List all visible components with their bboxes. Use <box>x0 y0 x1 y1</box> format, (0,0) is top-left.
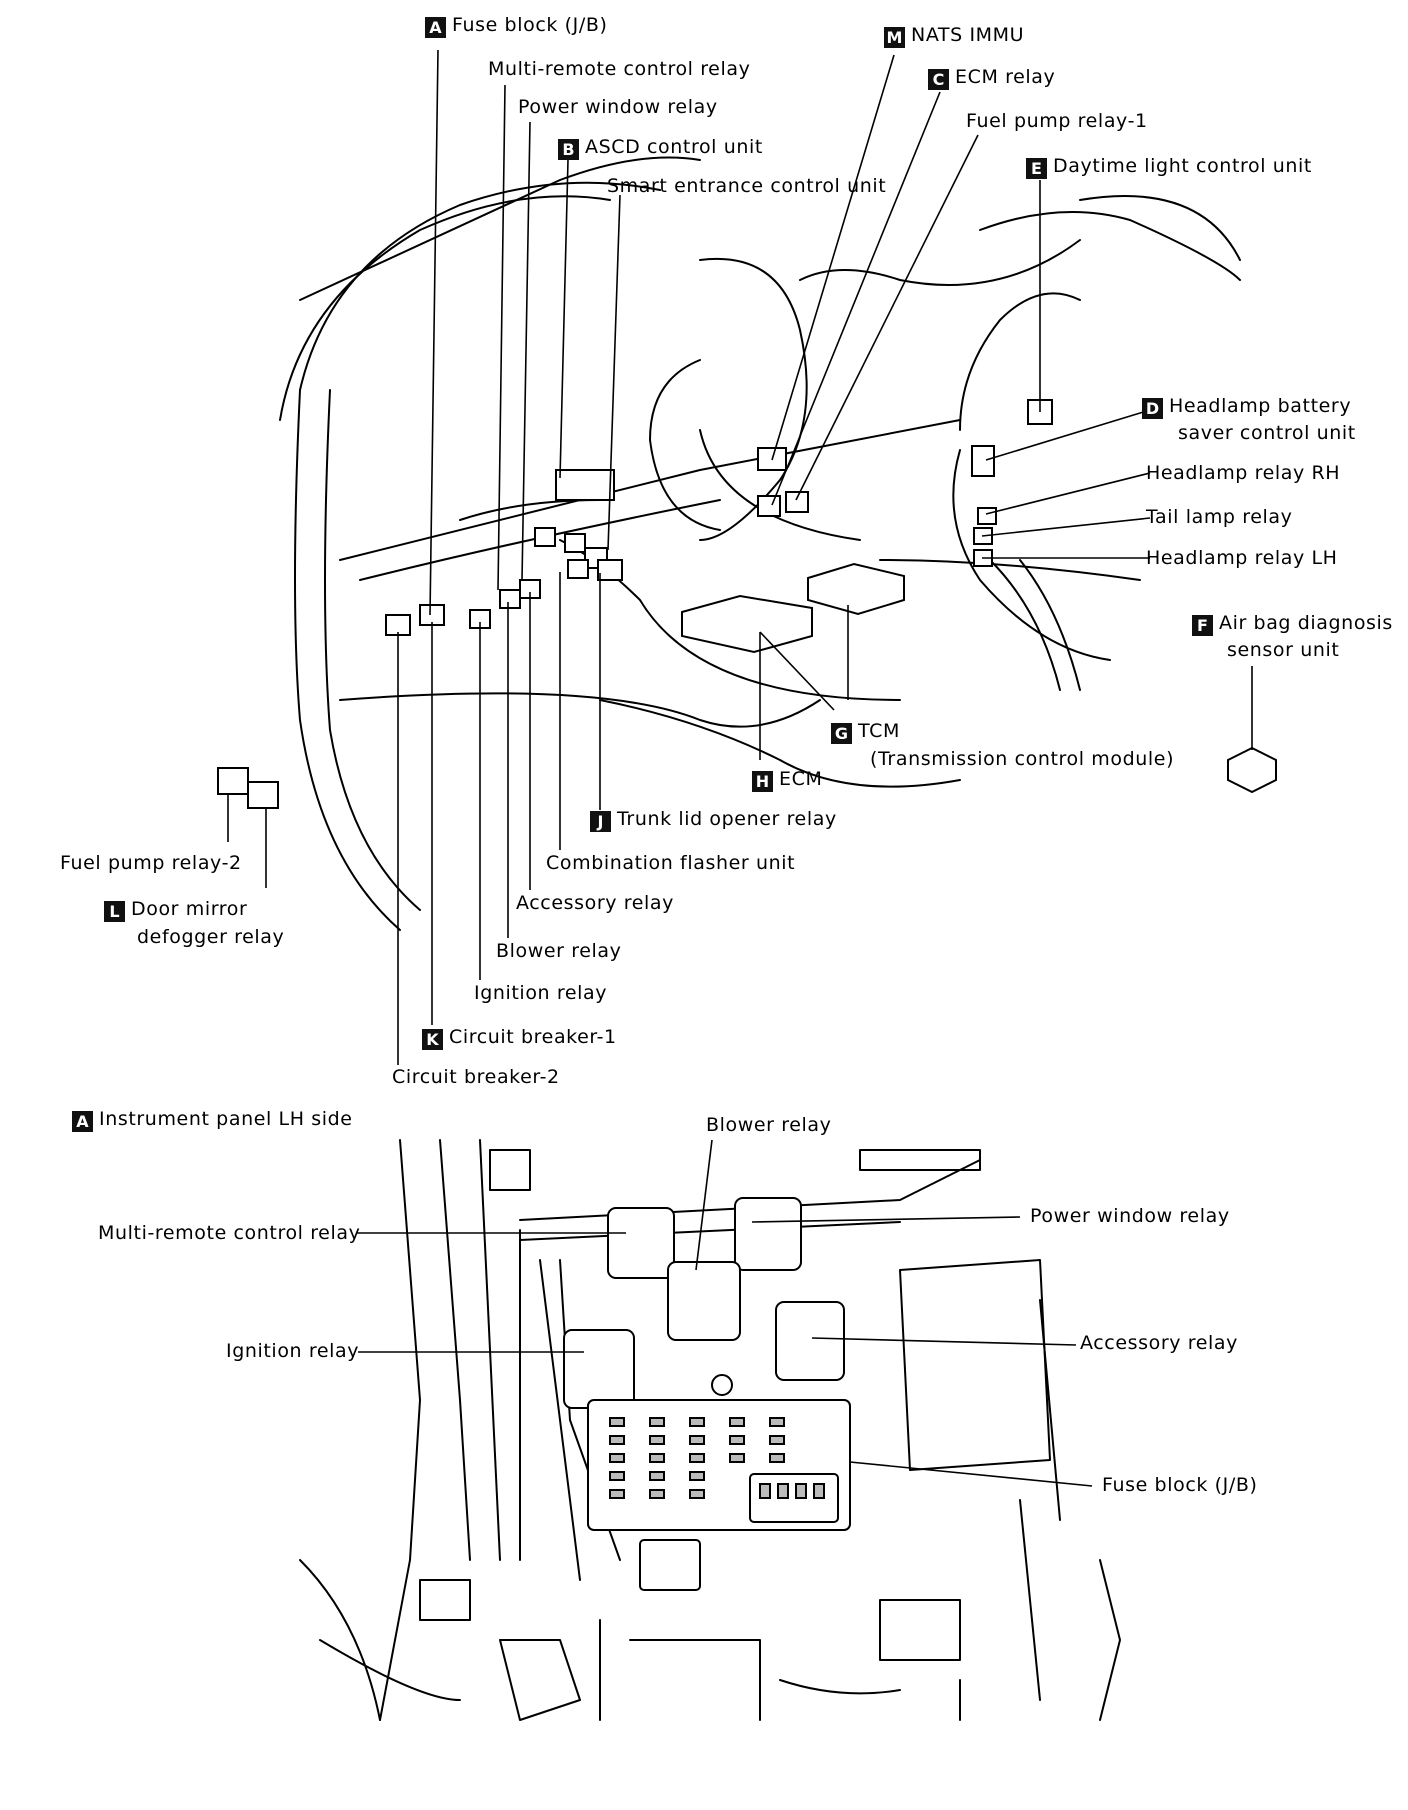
combination-flasher-shape <box>567 559 589 579</box>
label-door-mirror-line2: defogger relay <box>137 926 285 948</box>
multi-remote-relay-3d <box>607 1207 675 1279</box>
blower-relay-3d <box>667 1261 741 1341</box>
fuel-pump-relay-1-shape <box>785 491 809 513</box>
label-circuit-breaker-1: K Circuit breaker-1 <box>422 1026 617 1050</box>
label-fuel-pump-relay-2: Fuel pump relay-2 <box>60 852 242 874</box>
badge-a: A <box>425 17 446 38</box>
door-mirror-defogger-relay-shape <box>247 781 279 809</box>
badge-l: L <box>104 901 125 922</box>
dashboard-outline <box>279 156 1241 931</box>
lower-label-fuse-block: Fuse block (J/B) <box>1102 1474 1258 1496</box>
label-trunk-lid-opener-relay: J Trunk lid opener relay <box>590 808 837 832</box>
lower-label-power-window-relay: Power window relay <box>1030 1205 1230 1227</box>
label-ecm: H ECM <box>752 768 822 792</box>
label-door-mirror-line1: L Door mirror <box>104 898 247 922</box>
label-text: ASCD control unit <box>585 136 763 158</box>
multi-remote-relay-shape <box>534 527 556 547</box>
label-text: Daytime light control unit <box>1053 155 1312 177</box>
badge-d: D <box>1142 398 1163 419</box>
label-headlamp-relay-lh: Headlamp relay LH <box>1146 547 1338 569</box>
label-smart-entrance-unit: Smart entrance control unit <box>607 175 887 197</box>
ignition-relay-3d <box>563 1329 635 1409</box>
label-fuse-block: A Fuse block (J/B) <box>425 14 607 38</box>
fuse-block-shape <box>587 1374 851 1591</box>
label-airbag-line1: F Air bag diagnosis <box>1192 612 1393 636</box>
label-tcm-line1: G TCM <box>831 720 900 744</box>
trunk-lid-relay-shape <box>597 559 623 581</box>
label-fuel-pump-relay-1: Fuel pump relay-1 <box>966 110 1148 132</box>
label-text: TCM <box>858 720 900 742</box>
label-text: Instrument panel LH side <box>99 1108 353 1130</box>
leader-lines <box>227 49 1253 1065</box>
tcm-shape <box>807 562 905 616</box>
badge-g: G <box>831 723 852 744</box>
label-text: ECM <box>779 768 823 790</box>
lower-label-accessory-relay: Accessory relay <box>1080 1332 1239 1354</box>
label-airbag-line2: sensor unit <box>1227 639 1340 661</box>
label-tcm-line2: (Transmission control module) <box>870 748 1175 770</box>
label-ignition-relay: Ignition relay <box>474 982 608 1004</box>
label-text: Trunk lid opener relay <box>617 808 837 830</box>
label-accessory-relay: Accessory relay <box>516 892 675 914</box>
label-text: Door mirror <box>131 898 248 920</box>
label-combination-flasher: Combination flasher unit <box>546 852 796 874</box>
badge-j: J <box>590 811 611 832</box>
power-window-relay-3d <box>734 1197 802 1271</box>
label-blower-relay: Blower relay <box>496 940 622 962</box>
label-multi-remote-relay: Multi-remote control relay <box>488 58 751 80</box>
label-daytime-light-unit: E Daytime light control unit <box>1026 155 1312 179</box>
label-headlamp-saver-line1: D Headlamp battery <box>1142 395 1351 419</box>
label-power-window-relay: Power window relay <box>518 96 718 118</box>
blower-relay-shape <box>499 589 521 609</box>
badge-a: A <box>72 1111 93 1132</box>
label-nats-immu: M NATS IMMU <box>884 24 1024 48</box>
badge-c: C <box>928 69 949 90</box>
label-ascd-control-unit: B ASCD control unit <box>558 136 763 160</box>
label-text: Headlamp battery <box>1169 395 1352 417</box>
accessory-relay-3d <box>775 1301 845 1381</box>
ecm-relay-shape <box>757 495 781 517</box>
lower-label-ignition-relay: Ignition relay <box>226 1340 360 1362</box>
relay-shapes <box>563 1197 845 1409</box>
label-tail-lamp-relay: Tail lamp relay <box>1146 506 1293 528</box>
headlamp-saver-shape <box>971 445 995 477</box>
label-text: Circuit breaker-1 <box>449 1026 617 1048</box>
label-headlamp-saver-line2: saver control unit <box>1178 422 1356 444</box>
label-text: Fuse block (J/B) <box>452 14 608 36</box>
label-headlamp-relay-rh: Headlamp relay RH <box>1146 462 1341 484</box>
badge-b: B <box>558 139 579 160</box>
lower-label-multi-remote-relay: Multi-remote control relay <box>98 1222 361 1244</box>
badge-f: F <box>1192 615 1213 636</box>
ecm-shape <box>681 594 813 654</box>
label-ecm-relay: C ECM relay <box>928 66 1055 90</box>
ascd-unit-shape <box>555 469 615 501</box>
component-shapes <box>217 399 1277 809</box>
badge-h: H <box>752 771 773 792</box>
lower-label-blower-relay: Blower relay <box>706 1114 832 1136</box>
power-window-relay-shape <box>564 533 586 553</box>
badge-k: K <box>422 1029 443 1050</box>
label-circuit-breaker-2: Circuit breaker-2 <box>392 1066 560 1088</box>
badge-e: E <box>1026 158 1047 179</box>
label-text: ECM relay <box>955 66 1056 88</box>
label-text: Air bag diagnosis <box>1219 612 1393 634</box>
label-text: NATS IMMU <box>911 24 1025 46</box>
lower-diagram-title: A Instrument panel LH side <box>72 1108 353 1132</box>
lower-leader-lines <box>356 1139 1093 1487</box>
fuel-pump-relay-2-shape <box>217 767 249 795</box>
badge-m: M <box>884 27 905 48</box>
